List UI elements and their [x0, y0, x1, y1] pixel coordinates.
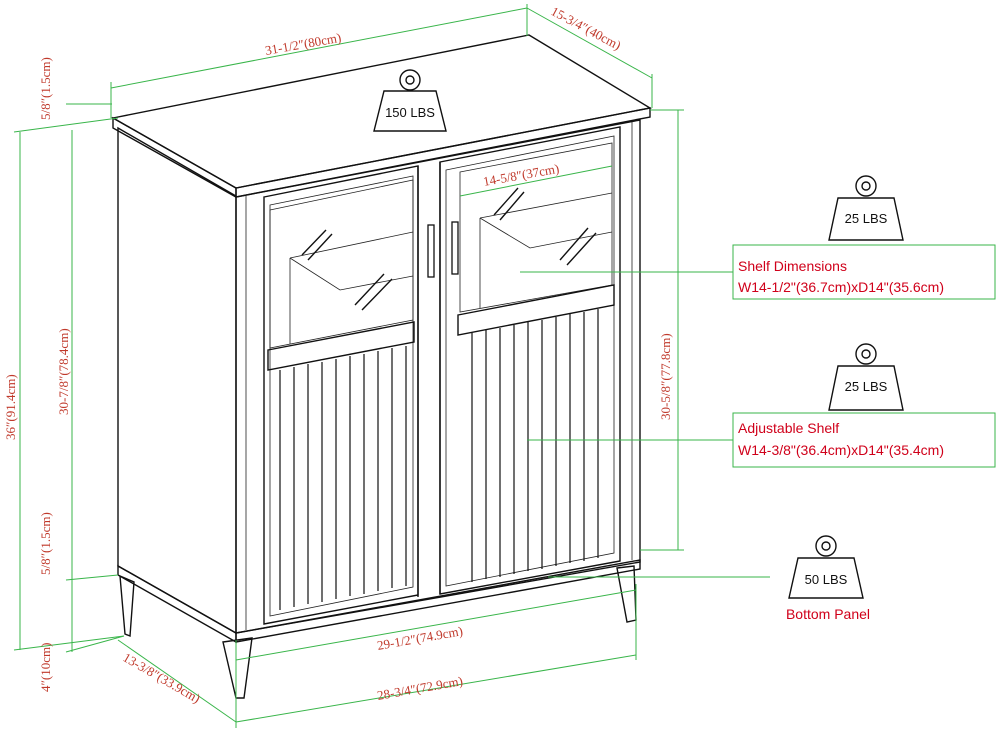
weight-top-label: 150 LBS	[385, 105, 435, 120]
cabinet-drawing	[111, 34, 652, 699]
dim-leg-width: 28-3/4″(72.9cm)	[376, 673, 464, 703]
shelf-dimensions-callout: Shelf Dimensions W14-1/2"(36.7cm)xD14"(3…	[732, 244, 996, 300]
adjustable-shelf-callout: Adjustable Shelf W14-3/8"(36.4cm)xD14"(3…	[732, 412, 996, 468]
weight-icon-top: 150 LBS	[373, 69, 447, 132]
weight-icon-adjustable-shelf: 25 LBS	[828, 343, 904, 411]
dim-leg-height: 4″(10cm)	[38, 643, 53, 692]
adjustable-callout-title: Adjustable Shelf	[738, 420, 839, 436]
bottom-panel-label: Bottom Panel	[786, 606, 870, 622]
weight-icon-bottom: 50 LBS	[788, 535, 864, 599]
shelf-callout-title: Shelf Dimensions	[738, 258, 847, 274]
weight-icon-shelf: 25 LBS	[828, 175, 904, 241]
dimension-lines	[13, 4, 770, 728]
dim-width-top: 31-1/2″(80cm)	[264, 30, 342, 58]
dim-total-height: 36″(91.4cm)	[3, 374, 18, 440]
dim-bottom-thickness: 5/8″(1.5cm)	[38, 512, 53, 575]
weight-bottom-label: 50 LBS	[805, 572, 848, 587]
weight-shelf-label: 25 LBS	[845, 211, 888, 226]
dim-top-thickness: 5/8″(1.5cm)	[38, 57, 53, 120]
adjustable-callout-detail: W14-3/8"(36.4cm)xD14"(35.4cm)	[738, 442, 944, 458]
right-door-handle	[451, 221, 459, 275]
dim-interior-height: 30-5/8″(77.8cm)	[658, 333, 673, 420]
left-door-handle	[427, 224, 435, 278]
dim-depth-top: 15-3/4″(40cm)	[549, 3, 624, 52]
left-door-slats	[279, 346, 407, 610]
dim-leg-depth: 13-3/8″(33.9cm)	[121, 650, 204, 706]
dim-body-height: 30-7/8″(78.4cm)	[56, 328, 71, 415]
shelf-callout-detail: W14-1/2"(36.7cm)xD14"(35.6cm)	[738, 279, 944, 295]
dimension-labels: 31-1/2″(80cm) 15-3/4″(40cm) 5/8″(1.5cm) …	[3, 3, 673, 706]
dim-inner-shelf-width: 14-5/8″(37cm)	[482, 161, 560, 189]
weight-adjustable-label: 25 LBS	[845, 379, 888, 394]
right-door-slats	[471, 309, 599, 582]
